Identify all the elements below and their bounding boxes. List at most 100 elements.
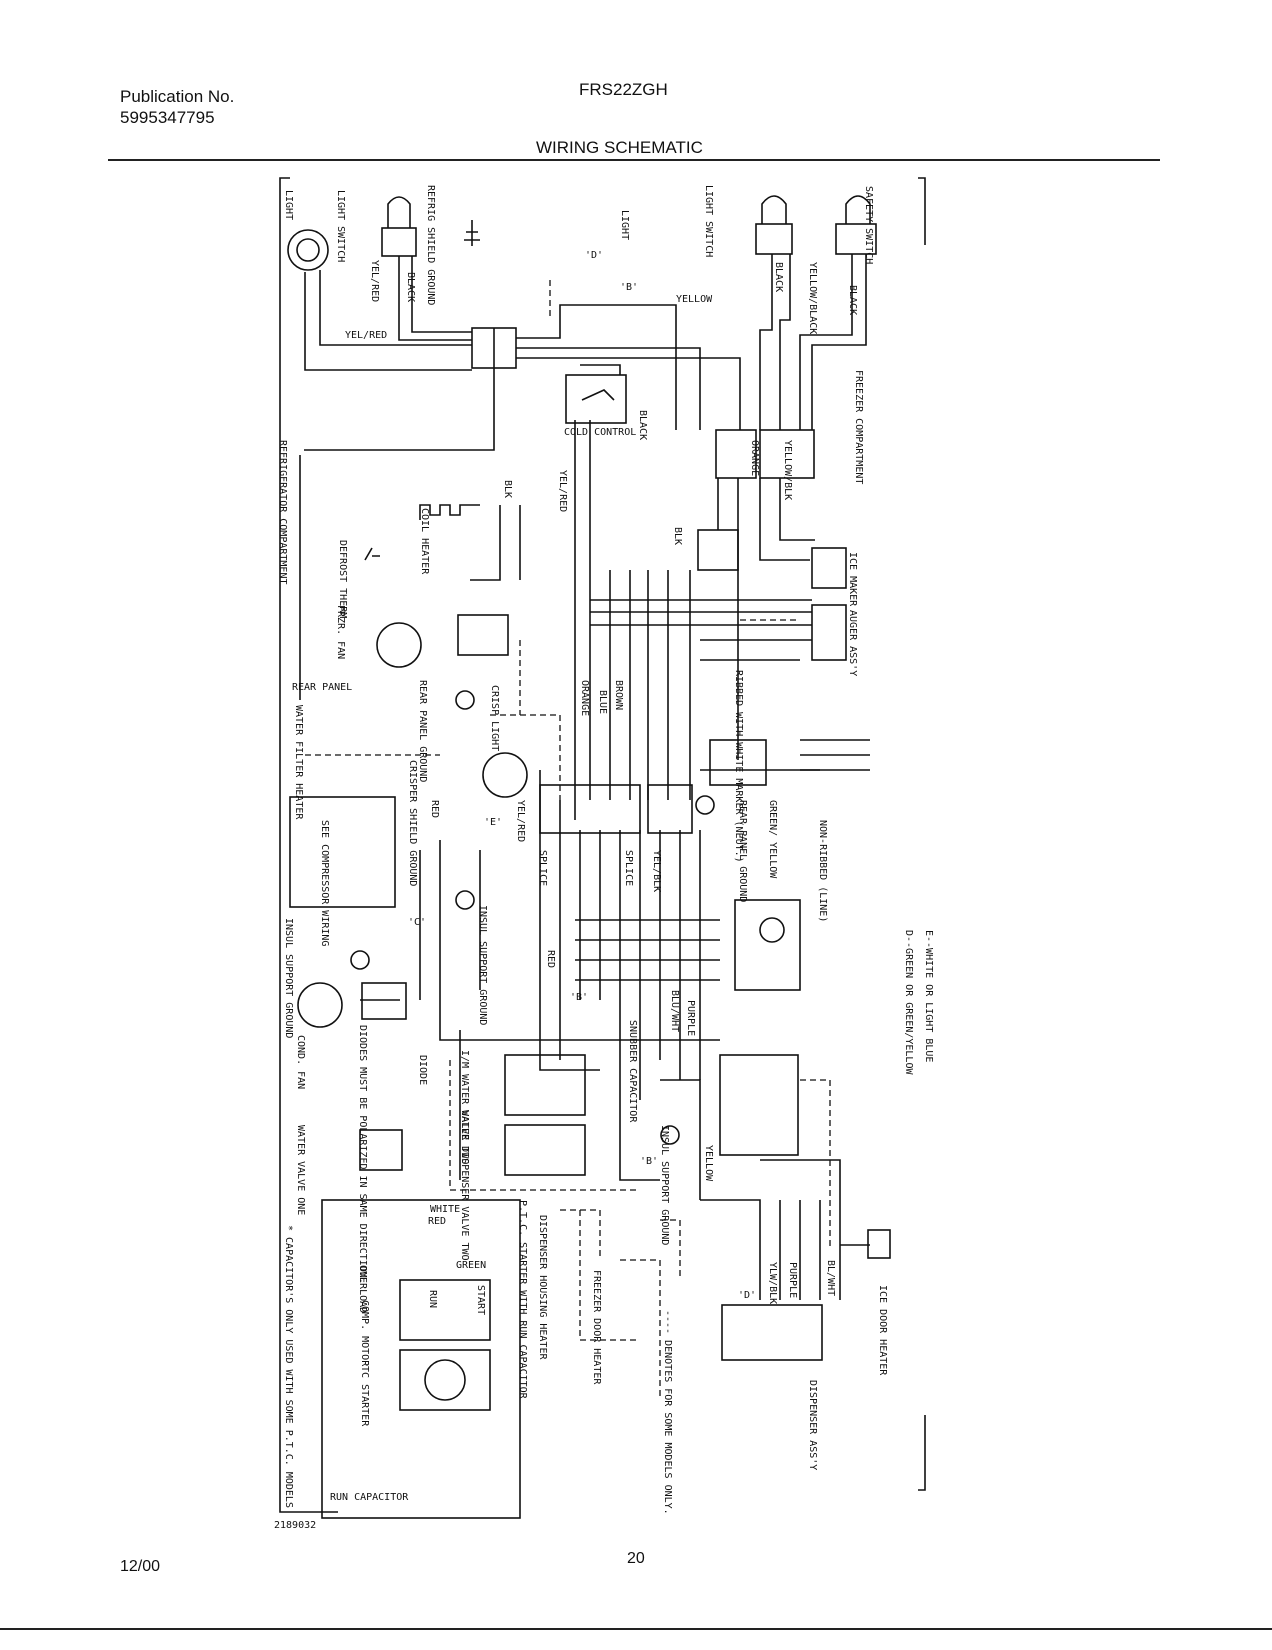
label-yel-red-v: YEL/RED: [557, 470, 568, 512]
label-orange-v: ORANGE: [749, 440, 760, 476]
compressor-box: [321, 1199, 521, 1519]
label-yellow-black: YELLOW/BLACK: [807, 262, 818, 334]
light-left: [287, 229, 329, 271]
label-yellow-v: YELLOW: [703, 1145, 714, 1182]
label-blk-v2: BLK: [672, 527, 683, 545]
label-non-ribbed: NON-RIBBED (LINE): [817, 820, 828, 922]
label-crisper-shield-ground: CRISPER SHIELD GROUND: [407, 760, 418, 886]
label-coil-heater: COIL HEATER: [419, 508, 430, 575]
label-ptc-starter: PTC STARTER: [359, 1360, 370, 1427]
label-water-valve-two: I/M WATER VALVE TWO: [459, 1050, 470, 1164]
dispenser-assy: [721, 1304, 823, 1361]
label-ice-maker: ICE MAKER: [847, 552, 858, 607]
label-light-left: LIGHT: [283, 190, 294, 220]
label-freezer-compartment: FREEZER COMPARTMENT: [853, 370, 864, 484]
frame: [279, 177, 926, 1513]
label-diodes-note: DIODES MUST BE POLARIZED IN SAME DIRECTI…: [357, 1025, 368, 1284]
label-insul-support-ground-2: INSUL SUPPORT GROUND: [283, 918, 294, 1038]
control-board: [719, 1054, 799, 1156]
header-rule: [108, 159, 1160, 161]
label-splice-2: SPLICE: [623, 850, 634, 886]
label-yel-blk-v: YEL/BLK: [651, 850, 662, 892]
label-blue-v: BLUE: [597, 690, 608, 714]
label-frzr-fan: FRZR. FAN: [335, 605, 346, 659]
footer-rule: [0, 1628, 1272, 1630]
label-dashed-note: ---- DENOTES FOR SOME MODELS ONLY.: [662, 1310, 673, 1515]
label-crisp-light: CRISP LIGHT: [489, 685, 500, 751]
label-black-freezer: BLACK: [773, 262, 784, 292]
label-insul-support-ground-1: INSUL SUPPORT GROUND: [477, 905, 488, 1025]
label-red-v2: RED: [545, 950, 556, 968]
label-run-capacitor: RUN CAPACITOR: [330, 1492, 409, 1503]
label-ribbed: RIBBED WITH WHITE MARKER (NEUT.): [733, 670, 744, 863]
ground-symbols: [350, 690, 715, 1145]
label-dispenser-housing-heater: DISPENSER HOUSING HEATER: [537, 1215, 548, 1360]
label-light-switch-left: LIGHT SWITCH: [335, 190, 346, 262]
label-water-filter-heater: WATER FILTER HEATER: [293, 705, 304, 820]
footer-date: 12/00: [120, 1558, 161, 1575]
label-cond-fan: COND. FAN: [295, 1035, 306, 1089]
label-yel-red-h: YEL/RED: [345, 330, 387, 341]
cold-control-sw: [734, 899, 801, 991]
label-safety-switch: SAFETY SWITCH: [863, 186, 874, 264]
label-green-yellow: GREEN/ YELLOW: [767, 800, 778, 879]
label-water-valve-one: WATER VALVE ONE: [295, 1125, 306, 1215]
wiring-harness: [304, 254, 870, 1300]
label-d-2: 'D': [738, 1290, 756, 1301]
labels: LIGHT LIGHT SWITCH REFRIG SHIELD GROUND …: [274, 185, 934, 1531]
label-black-cc: BLACK: [637, 410, 648, 440]
cond-fan: [297, 982, 407, 1028]
label-overload: OVERLOAD: [357, 1265, 368, 1313]
frzr-fan: [376, 614, 509, 668]
label-comp-motor: COMP. MOTOR: [359, 1300, 370, 1367]
sheet-title: WIRING SCHEMATIC: [536, 138, 703, 157]
label-refrigerator-compartment: REFRIGERATOR COMPARTMENT: [277, 440, 288, 585]
label-see-compressor-wiring: SEE COMPRESSOR WIRING: [319, 820, 330, 946]
dashed-wiring: [305, 280, 831, 1400]
light-switch-freezer: [755, 195, 793, 255]
label-white: WHITE: [430, 1204, 460, 1215]
label-auger-assy: AUGER ASS'Y: [847, 610, 858, 676]
label-blk-v1: BLK: [502, 480, 513, 498]
coil-heater: [419, 504, 480, 520]
label-drawing-number: 2189032: [274, 1520, 316, 1531]
safety-switch: [835, 195, 877, 255]
label-refrig-shield-ground: REFRIG SHIELD GROUND: [425, 185, 436, 305]
label-purple-v2: PURPLE: [787, 1262, 798, 1298]
label-bl-wht: BL/WHT: [825, 1260, 836, 1296]
connector-top-left: [471, 327, 517, 369]
cold-control: [565, 374, 627, 424]
light-switch-left: [381, 196, 417, 257]
label-color-key-d: D--GREEN OR GREEN/YELLOW: [903, 930, 914, 1075]
ice-door-heater: [867, 1229, 891, 1259]
label-ylw-blk: YLW/BLK: [767, 1262, 778, 1304]
label-purple-v: PURPLE: [685, 1000, 696, 1036]
label-c-1: 'C': [408, 917, 426, 928]
label-diode: DIODE: [417, 1055, 428, 1085]
label-cold-control: COLD CONTROL: [564, 427, 636, 438]
main-harness-connector: [539, 739, 767, 834]
label-red-v: RED: [429, 800, 440, 818]
label-black-ss: BLACK: [847, 285, 858, 315]
label-e-1: 'E': [484, 817, 502, 828]
label-green: GREEN: [456, 1260, 486, 1271]
label-rear-panel: REAR PANEL: [292, 682, 352, 693]
label-capacitor-note: * CAPACITOR'S ONLY USED WITH SOME P.T.C.…: [283, 1225, 294, 1508]
label-freezer-door-heater: FREEZER DOOR HEATER: [591, 1270, 602, 1385]
label-rear-panel-ground-2: REAR PANEL GROUND: [737, 800, 748, 902]
model-number: FRS22ZGH: [579, 80, 668, 99]
publication-number: 5995347795: [120, 108, 215, 127]
label-b-2: 'B': [570, 992, 588, 1003]
line-cord: [800, 739, 870, 771]
label-dispenser-assy: DISPENSER ASS'Y: [807, 1380, 818, 1470]
label-yel-red-v2: YEL/RED: [515, 800, 526, 842]
label-light-switch-freezer: LIGHT SWITCH: [703, 185, 714, 257]
crisp-light: [482, 752, 528, 798]
label-b-1: 'B': [620, 282, 638, 293]
label-orange-h: ORANGE: [579, 680, 590, 716]
auger-assy: [811, 604, 847, 661]
label-d-1: 'D': [585, 250, 603, 261]
label-b-3: 'B': [640, 1156, 658, 1167]
label-blu-wht-v: BLU/WHT: [669, 990, 680, 1032]
label-run: RUN: [427, 1290, 438, 1308]
